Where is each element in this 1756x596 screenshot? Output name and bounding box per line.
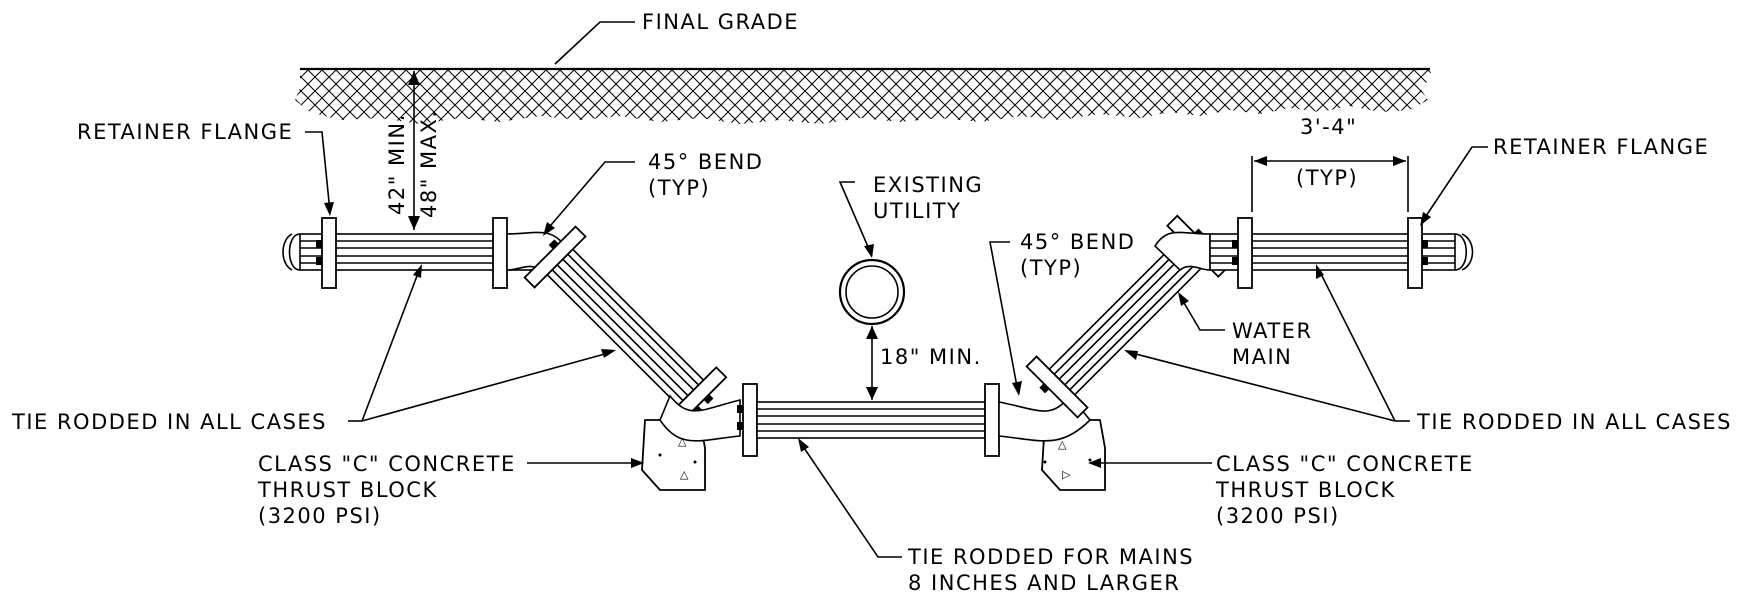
tie-rodded-left-callout: TIE RODDED IN ALL CASES xyxy=(11,264,616,434)
right-bend-callout: 45° BEND (TYP) xyxy=(989,230,1135,396)
left-bend-label-2: (TYP) xyxy=(648,176,710,200)
left-bend-label-1: 45° BEND xyxy=(648,150,763,174)
left-thrust-block: △ △ xyxy=(641,394,741,491)
svg-text:△: △ xyxy=(1058,438,1068,451)
right-upper-45-bend xyxy=(1153,231,1211,272)
existing-utility-callout: EXISTING UTILITY xyxy=(838,173,983,258)
clearance-dimension: 18" MIN. xyxy=(866,326,982,400)
final-grade-label: FINAL GRADE xyxy=(642,10,799,34)
left-retainer-flange-label: RETAINER FLANGE xyxy=(77,120,293,144)
concrete-right-label-3: (3200 PSI) xyxy=(1216,504,1340,528)
left-lower-bend-flange xyxy=(737,383,758,457)
tie-rodded-right-label: TIE RODDED IN ALL CASES xyxy=(1416,410,1732,434)
concrete-left-label-2: THRUST BLOCK xyxy=(257,478,438,502)
flange-spacing-dimension: 3'-4" (TYP) xyxy=(1251,115,1409,212)
tie-mains-callout: TIE RODDED FOR MAINS 8 INCHES AND LARGER xyxy=(798,438,1194,595)
svg-text:△: △ xyxy=(678,435,688,448)
concrete-left-label-3: (3200 PSI) xyxy=(258,504,382,528)
left-retainer-flange xyxy=(316,217,337,289)
right-retainer-flange-callout: RETAINER FLANGE xyxy=(1420,135,1709,226)
tie-rodded-right-callout: TIE RODDED IN ALL CASES xyxy=(1124,264,1732,434)
soil-backfill xyxy=(295,70,1432,124)
right-thrust-block: △ ▷ xyxy=(998,394,1106,491)
water-main-callout: WATER MAIN xyxy=(1178,292,1313,369)
flange-spacing-typ-label: (TYP) xyxy=(1296,166,1358,190)
final-grade-callout: FINAL GRADE xyxy=(554,10,799,65)
concrete-left-callout: CLASS "C" CONCRETE THRUST BLOCK (3200 PS… xyxy=(257,452,644,528)
clearance-label: 18" MIN. xyxy=(880,345,982,369)
tie-rodded-left-label: TIE RODDED IN ALL CASES xyxy=(11,410,327,434)
svg-text:▷: ▷ xyxy=(1062,468,1072,481)
right-lower-bend-flange xyxy=(984,383,1000,457)
tie-mains-label-1: TIE RODDED FOR MAINS xyxy=(907,545,1194,569)
depth-min-label: 42" MIN. xyxy=(385,113,409,215)
flange-spacing-label: 3'-4" xyxy=(1300,115,1357,139)
right-bend-label-2: (TYP) xyxy=(1020,256,1082,280)
right-retainer-flange-label: RETAINER FLANGE xyxy=(1493,135,1709,159)
water-main-label-1: WATER xyxy=(1232,319,1313,343)
concrete-right-label-1: CLASS "C" CONCRETE xyxy=(1216,452,1474,476)
existing-utility-label-2: UTILITY xyxy=(873,199,961,223)
concrete-left-label-1: CLASS "C" CONCRETE xyxy=(258,452,516,476)
concrete-right-label-2: THRUST BLOCK xyxy=(1215,478,1396,502)
depth-max-label: 48" MAX. xyxy=(417,109,441,218)
concrete-right-callout: CLASS "C" CONCRETE THRUST BLOCK (3200 PS… xyxy=(1088,452,1474,528)
left-diagonal-pipe xyxy=(523,225,728,430)
cover-depth-dimension: 42" MIN. 48" MAX. xyxy=(385,71,441,230)
svg-text:△: △ xyxy=(680,468,690,481)
tie-mains-label-2: 8 INCHES AND LARGER xyxy=(908,571,1180,595)
water-main-label-2: MAIN xyxy=(1232,345,1292,369)
existing-utility-pipe xyxy=(838,258,906,326)
left-retainer-flange-callout: RETAINER FLANGE xyxy=(77,120,334,216)
existing-utility-label-1: EXISTING xyxy=(873,173,983,197)
right-retainer-flange xyxy=(1407,217,1428,289)
right-bend-label-1: 45° BEND xyxy=(1020,230,1135,254)
center-lower-pipe xyxy=(756,401,986,439)
right-bend-flange-upper xyxy=(1232,217,1253,289)
left-bend-callout: 45° BEND (TYP) xyxy=(543,150,763,236)
